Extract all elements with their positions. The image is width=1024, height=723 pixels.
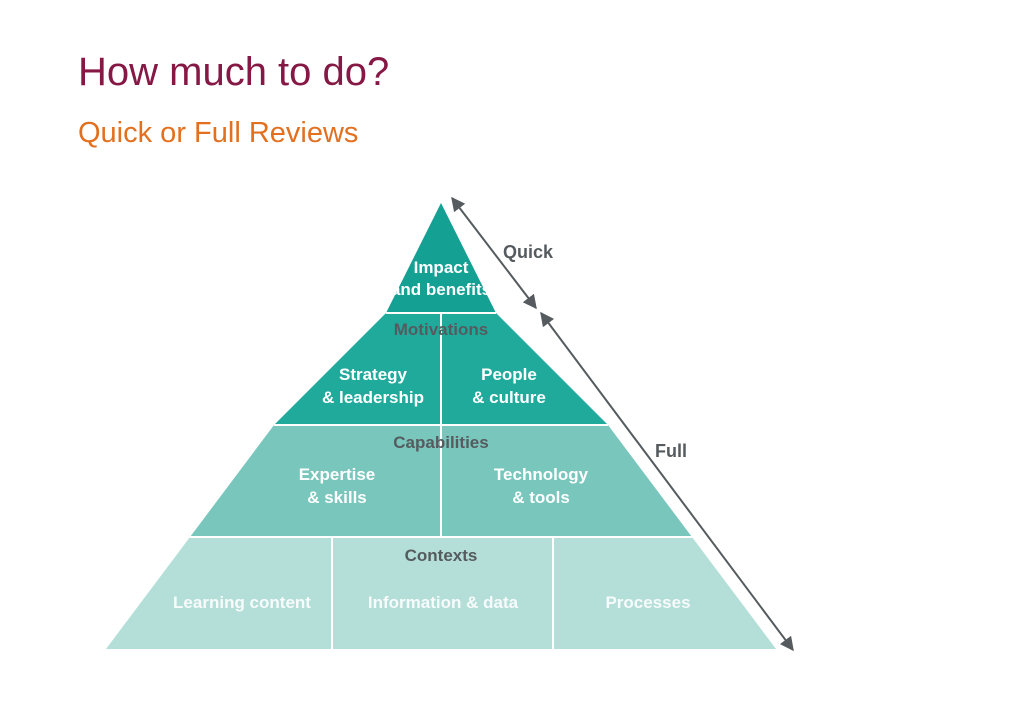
information-data-label: Information & data — [368, 593, 519, 612]
impact-label-line1: Impact — [414, 258, 469, 277]
learning-content-label: Learning content — [173, 593, 311, 612]
capabilities-heading: Capabilities — [393, 433, 488, 452]
expertise-label-line2: & skills — [307, 488, 367, 507]
people-label-line1: People — [481, 365, 537, 384]
page-subtitle: Quick or Full Reviews — [78, 117, 359, 149]
quick-label: Quick — [503, 242, 554, 262]
motivations-heading: Motivations — [394, 320, 488, 339]
expertise-label-line1: Expertise — [299, 465, 376, 484]
processes-label: Processes — [605, 593, 690, 612]
full-arrow — [540, 311, 794, 652]
strategy-label-line1: Strategy — [339, 365, 408, 384]
full-label: Full — [655, 441, 687, 461]
people-label-line2: & culture — [472, 388, 546, 407]
technology-label-line2: & tools — [512, 488, 570, 507]
technology-label-line1: Technology — [494, 465, 589, 484]
strategy-label-line2: & leadership — [322, 388, 424, 407]
page-title: How much to do? — [78, 50, 390, 94]
quick-arrow — [451, 196, 537, 310]
impact-label-line2: and benefits — [391, 280, 491, 299]
contexts-heading: Contexts — [405, 546, 478, 565]
